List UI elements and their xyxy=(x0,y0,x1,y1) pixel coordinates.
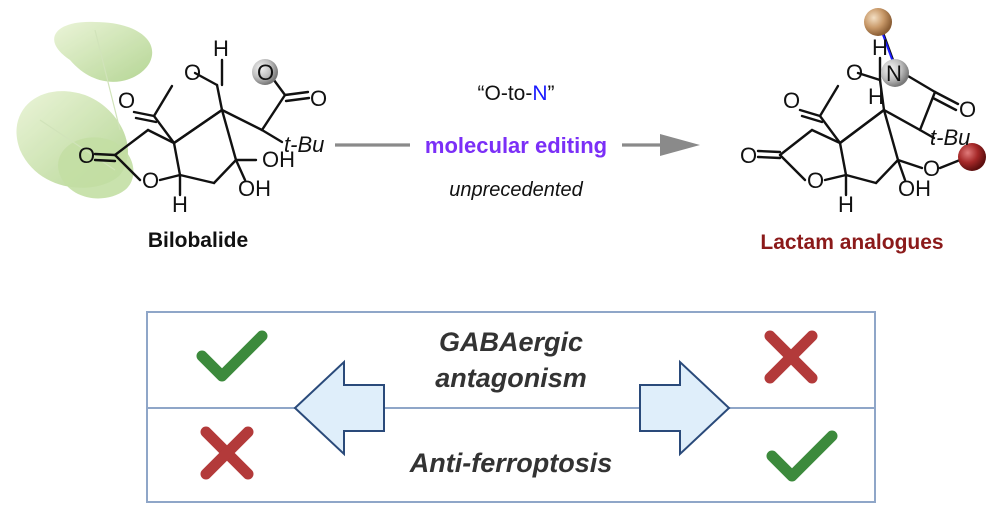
oh-lower-left: OH xyxy=(238,176,271,201)
lactam-analogues-label: Lactam analogues xyxy=(760,231,943,254)
unprecedented-text: unprecedented xyxy=(449,179,583,201)
o-lactone-bottom-right: O xyxy=(807,168,824,193)
check-icon-row2-right xyxy=(766,430,838,482)
o-lactone-left: O xyxy=(78,143,95,168)
h-bottom-left: H xyxy=(172,192,188,217)
cross-icon-row2-left xyxy=(200,426,254,480)
check-icon-row1-left xyxy=(196,330,268,382)
gabaergic-label-line1: GABAergic xyxy=(439,327,583,357)
o-ring-right: O xyxy=(846,60,863,85)
activity-table: GABAergic antagonism Anti-ferroptosis xyxy=(146,311,876,503)
o-lactone-bottom: O xyxy=(142,168,159,193)
o-substituent-ball xyxy=(958,143,986,171)
h-top-right: H xyxy=(872,35,888,60)
o-carbonyl-left: O xyxy=(118,88,135,113)
oh-right: OH xyxy=(898,176,931,201)
bilobalide-label: Bilobalide xyxy=(148,229,248,252)
h-bottom-right: H xyxy=(838,192,854,217)
o-ring-left: O xyxy=(184,60,201,85)
ginkgo-leaves-image xyxy=(16,21,153,199)
oxygen-highlight-ball xyxy=(252,59,278,85)
left-block-arrow xyxy=(293,359,385,457)
gabaergic-label-line2: antagonism xyxy=(435,363,587,393)
anti-ferroptosis-label: Anti-ferroptosis xyxy=(409,448,613,478)
o-carbonyl-left-right: O xyxy=(783,88,800,113)
o-carbonyl-right: O xyxy=(310,86,327,111)
n-substituent-bond xyxy=(881,31,894,63)
lactam-analogue-structure xyxy=(756,28,962,197)
bilobalide-structure xyxy=(93,58,311,197)
o-carbonyl-lactone-right: O xyxy=(740,143,757,168)
tbu-right: t-Bu xyxy=(930,125,970,150)
h-top-left: H xyxy=(213,36,229,61)
o-to-n-quote: “O-to-N” xyxy=(478,82,555,105)
molecular-editing-text: molecular editing xyxy=(425,133,607,158)
n-atom-right: N xyxy=(886,61,902,86)
n-substituent-ball xyxy=(864,8,892,36)
tbu-left: t-Bu xyxy=(284,132,324,157)
o-ether-right: O xyxy=(923,156,940,181)
o-circle-left: O xyxy=(257,60,274,85)
o-carbonyl-far-right: O xyxy=(959,97,976,122)
reaction-arrow-head xyxy=(660,134,700,156)
right-block-arrow xyxy=(639,359,731,457)
oh-upper-left: OH xyxy=(262,147,295,172)
nitrogen-highlight-ball xyxy=(881,59,909,87)
cross-icon-row1-right xyxy=(764,330,818,384)
h-mid-right: H xyxy=(868,84,884,109)
